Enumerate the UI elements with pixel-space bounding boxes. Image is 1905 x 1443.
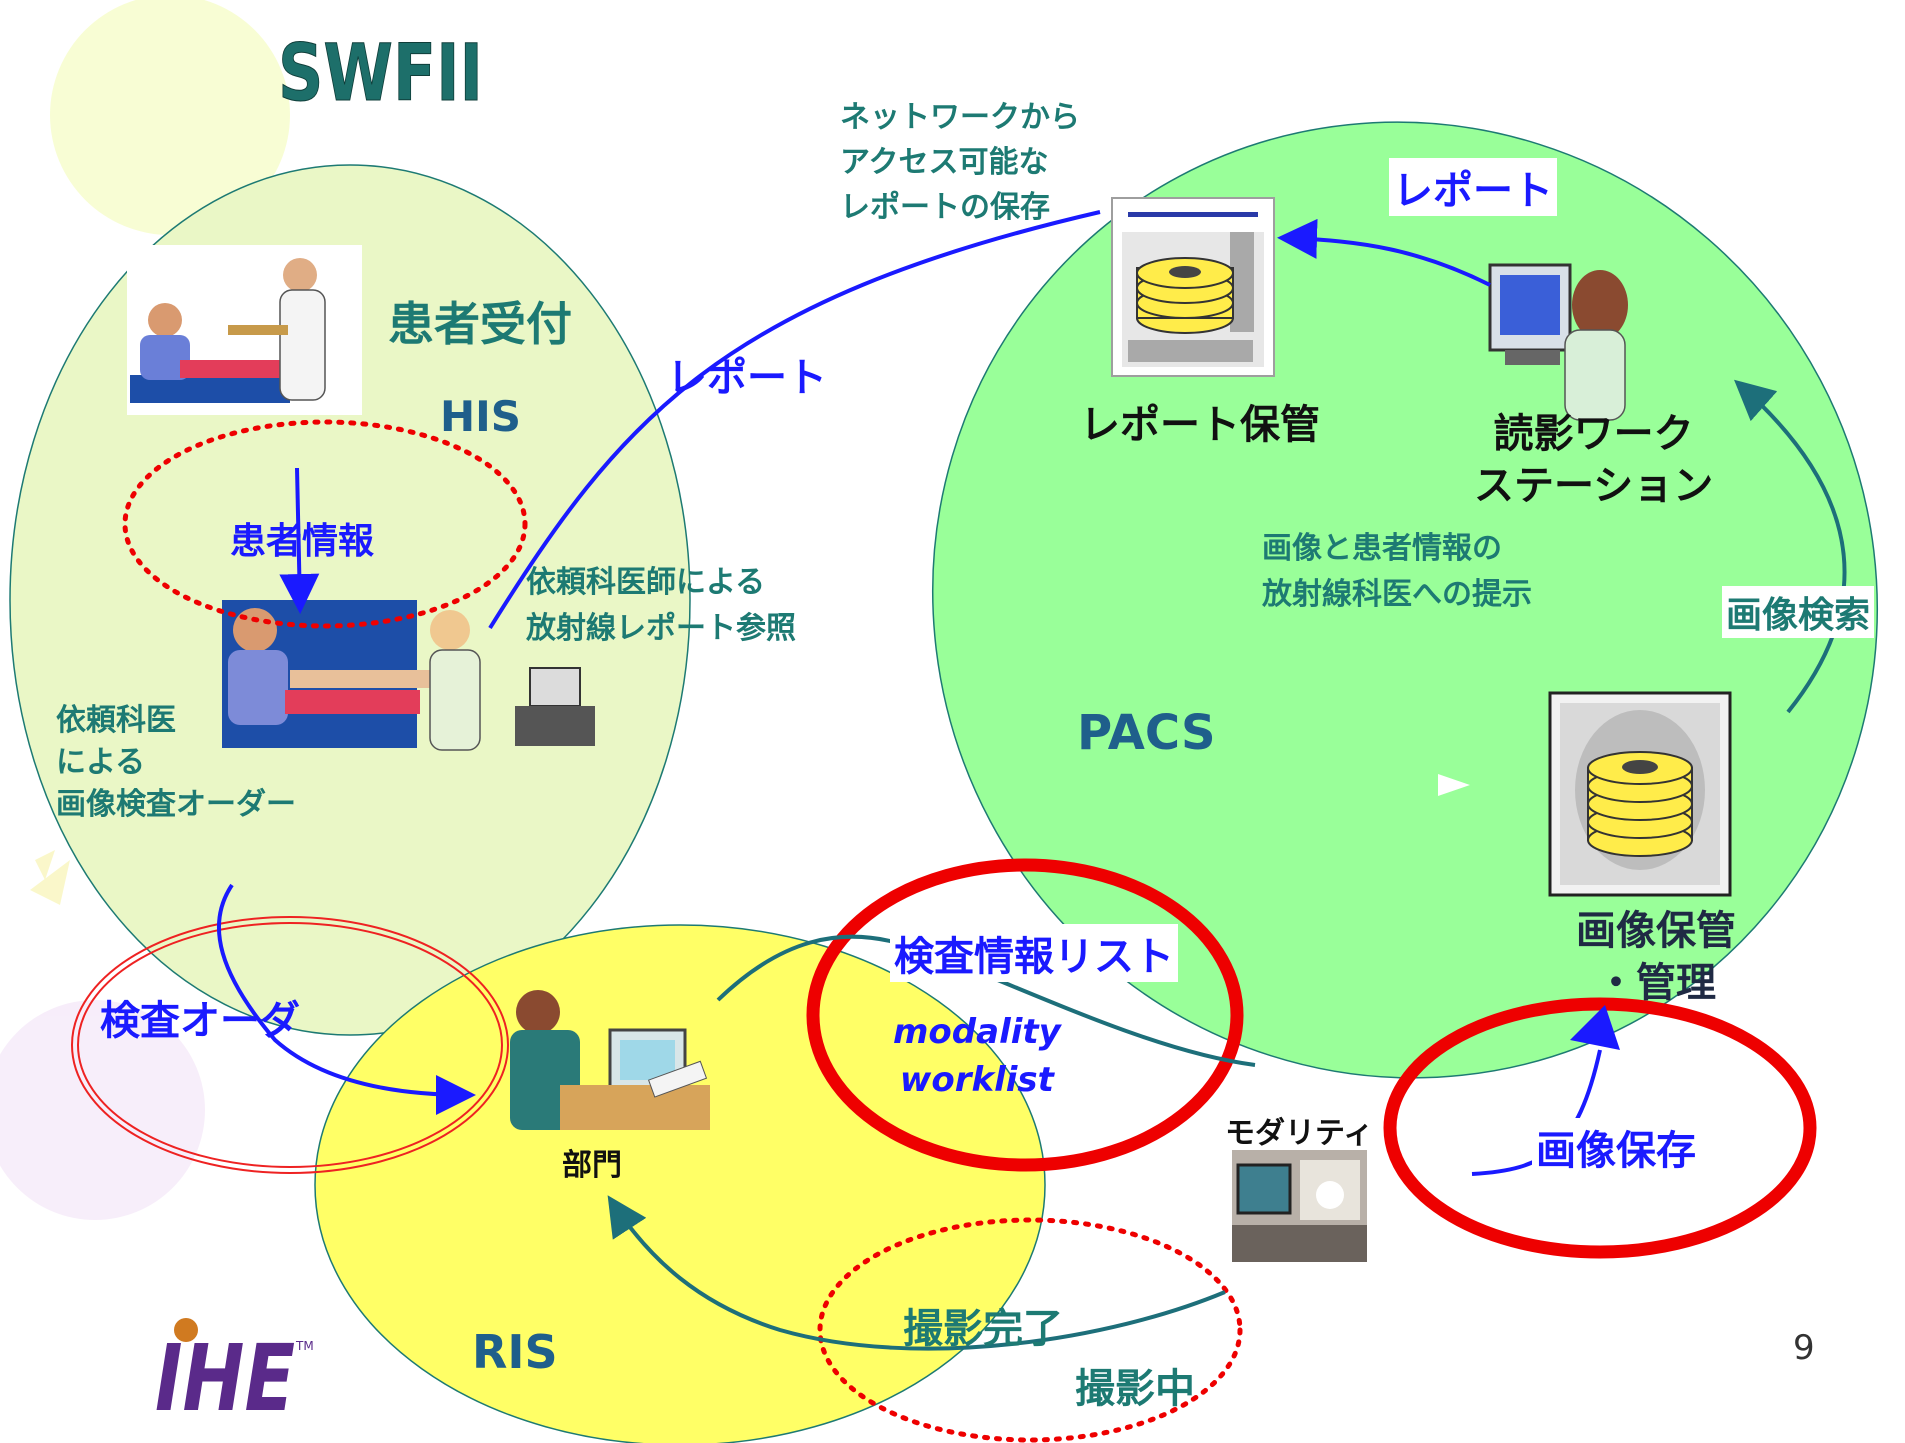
referral-report-view-label: 依頼科医師による 放射線レポート参照 — [526, 560, 796, 652]
order-note-line3: 画像検査オーダー — [56, 787, 296, 822]
his-heading: 患者受付 — [388, 297, 572, 351]
network-report-line1: ネットワークから — [840, 100, 1080, 135]
exam-status-dotted-ring — [817, 1217, 1243, 1443]
exam-complete-label: 撮影完了 — [903, 1306, 1063, 1352]
pacs-system-label: PACS — [1077, 705, 1216, 761]
worklist-highlight-ring — [806, 858, 1244, 1172]
worklist-en-line1: modality — [893, 1012, 1061, 1052]
referral-report-view-line2: 放射線レポート参照 — [526, 611, 796, 646]
reading-ws-label: 読影ワーク ステーション — [1474, 408, 1713, 512]
exam-order-arrow — [217, 883, 476, 1115]
exam-order-double-ring-inner — [77, 922, 503, 1168]
image-store-arrowhead — [1570, 1005, 1620, 1050]
image-query-label: 画像検索 — [1722, 586, 1875, 638]
worklist-en-label: modality worklist — [893, 1008, 1061, 1104]
ws-to-report-arrow — [1277, 218, 1491, 287]
image-archive-label: 画像保管 ・管理 — [1576, 905, 1736, 1009]
network-report-storage-label: ネットワークから アクセス可能な レポートの保存 — [840, 95, 1080, 230]
ihe-logo: IHE TM — [155, 1318, 314, 1432]
network-report-line2: アクセス可能な — [840, 145, 1049, 180]
pacs-report-label: レポート — [1389, 158, 1557, 216]
svg-text:IHE: IHE — [155, 1325, 295, 1432]
patient-info-arrow — [279, 467, 320, 614]
exam-in-progress-label: 撮影中 — [1075, 1366, 1195, 1412]
report-storage-label: レポート保管 — [1080, 402, 1320, 448]
order-note-line2: による — [56, 745, 146, 780]
order-note-label: 依頼科医 による 画像検査オーダー — [56, 700, 296, 826]
ris-ellipse — [314, 924, 1046, 1443]
department-staff-illustration — [510, 990, 710, 1130]
reading-ws-line1: 読影ワーク — [1493, 411, 1694, 457]
exam-order-label: 検査オーダ — [100, 998, 300, 1044]
report-flow-label: レポート — [667, 355, 827, 401]
reading-workstation-illustration — [1488, 263, 1628, 421]
modality-illustration — [1232, 1150, 1367, 1262]
page-number: 9 — [1793, 1328, 1815, 1368]
patient-exam-illustration — [127, 245, 362, 415]
image-archive-line1: 画像保管 — [1576, 908, 1736, 954]
patient-info-dotted-ring — [122, 419, 528, 629]
his-system-label: HIS — [440, 392, 522, 441]
patient-info-label: 患者情報 — [230, 521, 375, 562]
worklist-en-line2: worklist — [899, 1060, 1054, 1100]
ris-system-label: RIS — [472, 1325, 558, 1379]
presentation-line2: 放射線科医への提示 — [1262, 577, 1532, 612]
presentation-line1: 画像と患者情報の — [1262, 531, 1502, 566]
image-store-highlight-ring — [1383, 997, 1817, 1259]
image-archive-line2: ・管理 — [1596, 960, 1716, 1006]
worklist-jp-label: 検査情報リスト — [890, 924, 1178, 982]
modality-label: モダリティ — [1225, 1116, 1374, 1151]
pacs-play-marker — [1438, 774, 1470, 796]
exam-complete-arrow — [607, 1195, 1226, 1351]
network-report-line3: レポートの保存 — [840, 190, 1050, 225]
image-store-label: 画像保存 — [1532, 1118, 1700, 1176]
report-to-his-arrow — [488, 210, 1101, 630]
presentation-label: 画像と患者情報の 放射線科医への提示 — [1262, 526, 1532, 618]
reading-ws-line2: ステーション — [1474, 463, 1714, 509]
image-archive-illustration — [1548, 691, 1732, 897]
svg-text:TM: TM — [295, 1339, 314, 1353]
order-note-line1: 依頼科医 — [56, 703, 176, 738]
department-label: 部門 — [562, 1148, 622, 1183]
referral-report-view-line1: 依頼科医師による — [526, 565, 766, 600]
referral-doctor-illustration — [222, 600, 595, 751]
slide-title: SWFII — [278, 29, 483, 119]
exam-order-double-ring — [71, 916, 509, 1174]
image-query-arrow — [1734, 379, 1847, 714]
report-storage-illustration — [1111, 197, 1275, 377]
